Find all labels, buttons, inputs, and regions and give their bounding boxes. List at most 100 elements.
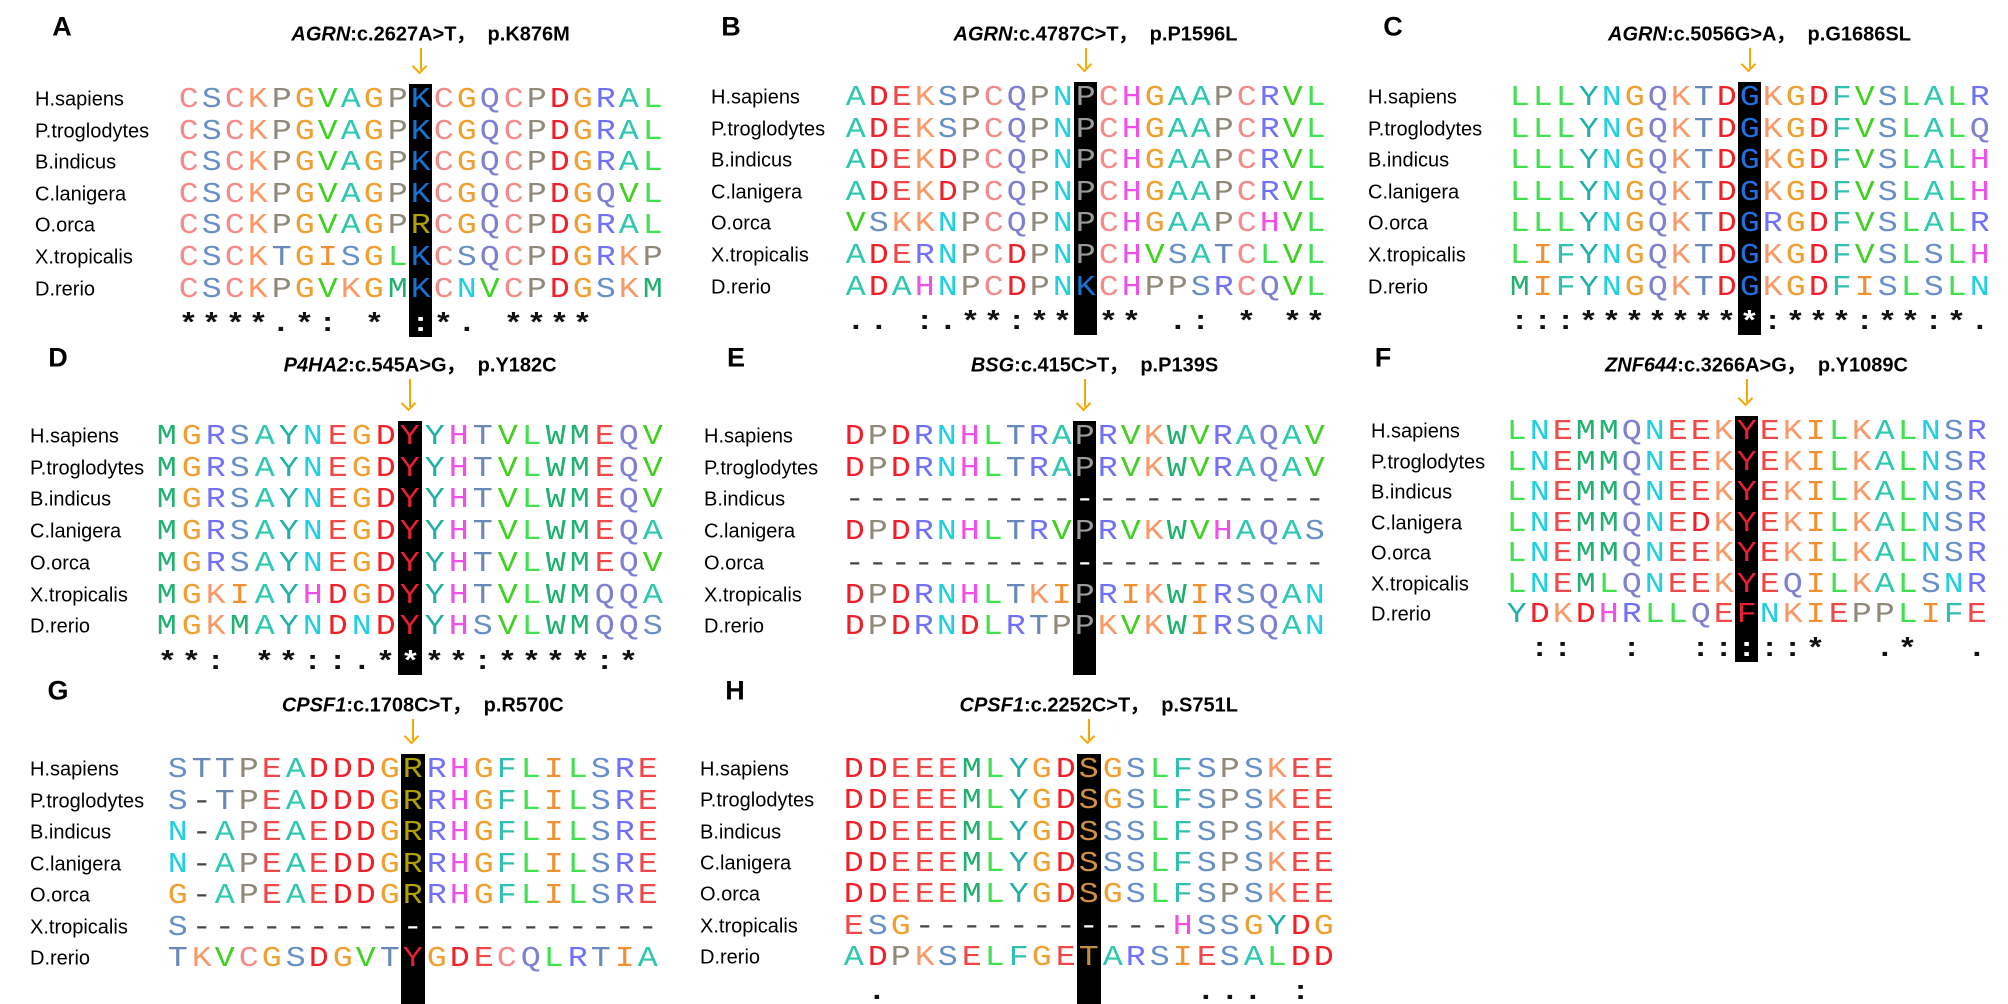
conservation-symbol: *	[282, 643, 295, 675]
residue: G	[351, 451, 372, 485]
residue: R	[1028, 451, 1049, 485]
residue: R	[205, 515, 226, 549]
species-name: X.tropicalis	[30, 584, 128, 606]
residue: D	[844, 610, 865, 644]
residue: A	[214, 879, 235, 912]
residue: L	[1946, 239, 1967, 272]
residue: C	[178, 83, 199, 116]
residue: R	[913, 451, 934, 485]
residue: -	[1258, 483, 1279, 517]
residue: E	[891, 112, 912, 146]
residue: K	[1782, 415, 1803, 448]
residue: C	[503, 272, 524, 306]
residue: K	[1782, 476, 1803, 509]
residue: G	[1785, 207, 1806, 241]
residue: E	[327, 483, 348, 517]
residue: S	[201, 146, 222, 180]
residue: N	[937, 239, 958, 272]
residue: I	[1532, 239, 1553, 272]
residue: P	[526, 272, 547, 306]
residue: P	[1029, 144, 1050, 178]
residue: R	[205, 451, 226, 485]
residue: E	[1313, 815, 1334, 849]
residue: N	[1644, 415, 1665, 448]
residue: H	[448, 451, 469, 485]
residue: P	[890, 940, 911, 974]
residue: C	[178, 209, 199, 243]
conservation-symbol: :	[919, 304, 930, 336]
residue: N	[1304, 578, 1325, 612]
conservation-symbol: :	[1534, 630, 1545, 662]
species-name: B.indicus	[30, 488, 112, 511]
residue: C	[983, 144, 1004, 178]
residue: -	[214, 910, 235, 944]
residue: K	[1782, 506, 1803, 540]
residue: V	[1854, 207, 1875, 241]
variant-title: CPSF1:c.2252C>T， p.S751L	[960, 689, 1238, 718]
residue: V	[497, 546, 518, 580]
residue: G	[473, 753, 494, 786]
residue: E	[637, 816, 658, 849]
residue: G	[1785, 239, 1806, 272]
species-name: P.troglodytes	[30, 457, 145, 480]
residue: N	[936, 451, 957, 485]
residue: L	[1900, 112, 1921, 146]
residue: C	[1236, 270, 1257, 304]
conservation-symbol: .	[943, 304, 952, 336]
residue: K	[410, 146, 431, 180]
residue: A	[843, 940, 864, 974]
residue: D	[449, 942, 470, 975]
residue: Q	[520, 942, 541, 975]
residue: G	[473, 847, 494, 881]
residue: L	[1509, 144, 1530, 178]
residue: S	[230, 420, 251, 453]
residue: L	[1305, 239, 1326, 272]
residue: L	[642, 177, 663, 211]
residue: F	[496, 816, 517, 849]
residue: T	[1028, 610, 1049, 644]
residue: R	[1028, 515, 1049, 549]
residue: S	[1923, 270, 1944, 304]
residue: D	[1808, 112, 1829, 146]
residue: H	[448, 578, 469, 612]
residue: P	[1075, 175, 1096, 209]
conservation-symbol	[1666, 632, 1689, 662]
species-name: X.tropicalis	[30, 916, 128, 938]
residue: -	[1074, 483, 1095, 517]
residue: E	[1690, 537, 1711, 570]
residue: L	[1644, 598, 1665, 631]
residue: L	[1897, 506, 1918, 540]
residue: T	[214, 753, 235, 786]
residue: M	[157, 483, 178, 517]
residue: P	[960, 81, 981, 114]
residue: Q	[1258, 610, 1279, 644]
residue: A	[1235, 420, 1256, 453]
residue: H	[1969, 144, 1990, 178]
residue: L	[1828, 567, 1849, 601]
residue: E	[1690, 567, 1711, 601]
residue: K	[248, 83, 269, 116]
residue: S	[1877, 239, 1898, 272]
residue: R	[1097, 451, 1118, 485]
residue: G	[572, 241, 593, 274]
residue: K	[205, 578, 226, 612]
residue: G	[572, 114, 593, 148]
residue: Q	[1006, 144, 1027, 178]
residue: K	[1143, 610, 1164, 644]
residue: L	[1506, 567, 1527, 601]
species-name: O.orca	[700, 883, 761, 906]
residue: H	[1969, 175, 1990, 209]
residue: N	[936, 420, 957, 453]
residue: C	[503, 114, 524, 148]
residue: D	[1716, 239, 1737, 272]
residue: T	[472, 451, 494, 485]
residue: -	[1005, 483, 1026, 517]
residue: L	[1506, 506, 1527, 540]
residue: A	[340, 114, 361, 148]
species-name: X.tropicalis	[704, 584, 802, 606]
residue: P	[1051, 610, 1072, 644]
residue: C	[433, 146, 454, 180]
